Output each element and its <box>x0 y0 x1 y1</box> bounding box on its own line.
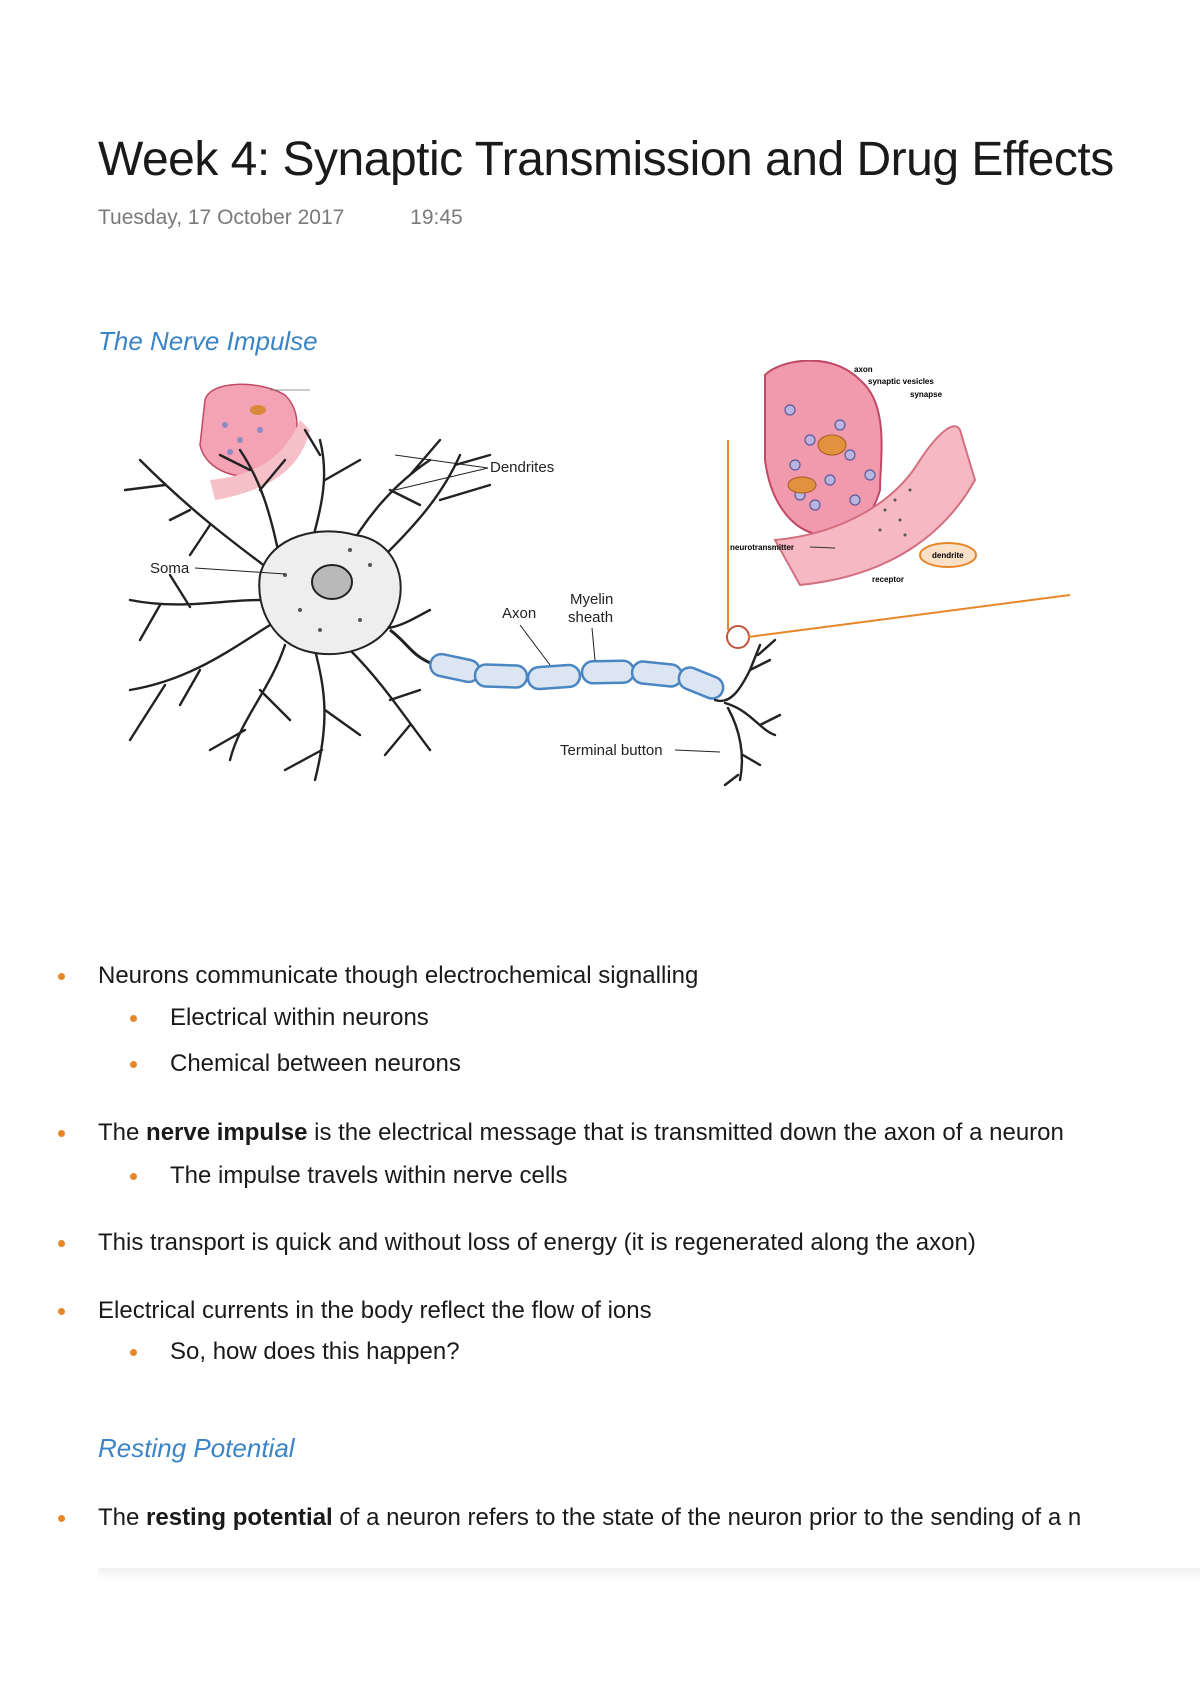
label-soma: Soma <box>150 560 190 577</box>
label-myelin-sheath: sheath <box>568 609 613 626</box>
text-segment: The <box>98 1119 147 1146</box>
page-time: 19:45 <box>410 206 463 229</box>
list-item: Electrical currents in the body reflect … <box>58 1297 652 1324</box>
section-heading-resting-potential: Resting Potential <box>98 1433 295 1463</box>
term-resting-potential: resting potential <box>146 1504 333 1531</box>
label-inset-axon: axon <box>854 365 873 374</box>
label-inset-dendrite: dendrite <box>932 551 964 560</box>
list-item: The impulse travels within nerve cells <box>130 1162 568 1189</box>
axon-myelin <box>389 628 725 700</box>
diagram-labels: Dendrites Soma Axon Myelin sheath Termin… <box>150 454 721 759</box>
label-terminal-button: Terminal button <box>560 742 663 759</box>
label-inset-receptor: receptor <box>872 575 904 584</box>
cut-off-text-line <box>98 1568 1200 1580</box>
label-dendrites: Dendrites <box>490 459 554 476</box>
text-segment: of a neuron refers to the state of the n… <box>332 1504 1082 1531</box>
page-date: Tuesday, 17 October 2017 <box>98 206 345 229</box>
large-synapse-inset: axon synaptic vesicles synapse neurotran… <box>730 360 977 587</box>
text-segment: The <box>98 1504 147 1531</box>
text-segment: is the electrical message that is transm… <box>307 1119 1064 1146</box>
list-item: The resting potential of a neuron refers… <box>57 1504 1082 1532</box>
label-inset-synapse: synapse <box>910 390 943 399</box>
soma <box>258 530 402 656</box>
terminal-branches <box>713 638 782 787</box>
page-meta: Tuesday, 17 October 2017 19:45 <box>98 206 463 230</box>
neuron-diagram: axon synaptic vesicles synapse neurotran… <box>123 360 1071 787</box>
list-item: Neurons communicate though electrochemic… <box>57 962 699 989</box>
page-title: Week 4: Synaptic Transmission and Drug E… <box>98 133 1114 186</box>
list-item: Chemical between neurons <box>130 1050 461 1077</box>
label-axon: Axon <box>502 605 536 622</box>
list-item: So, how does this happen? <box>130 1338 460 1365</box>
list-item: The nerve impulse is the electrical mess… <box>58 1119 1064 1147</box>
terminal-highlight <box>726 625 750 649</box>
list-item: This transport is quick and without loss… <box>58 1229 976 1256</box>
section-heading-nerve-impulse: The Nerve Impulse <box>98 326 318 356</box>
label-inset-vesicles: synaptic vesicles <box>868 377 934 386</box>
small-synapse-inset <box>199 383 310 500</box>
label-myelin: Myelin <box>570 591 613 608</box>
list-item: Electrical within neurons <box>130 1004 429 1031</box>
term-nerve-impulse: nerve impulse <box>146 1119 308 1146</box>
label-inset-neurotransmitter: neurotransmitter <box>730 543 794 552</box>
